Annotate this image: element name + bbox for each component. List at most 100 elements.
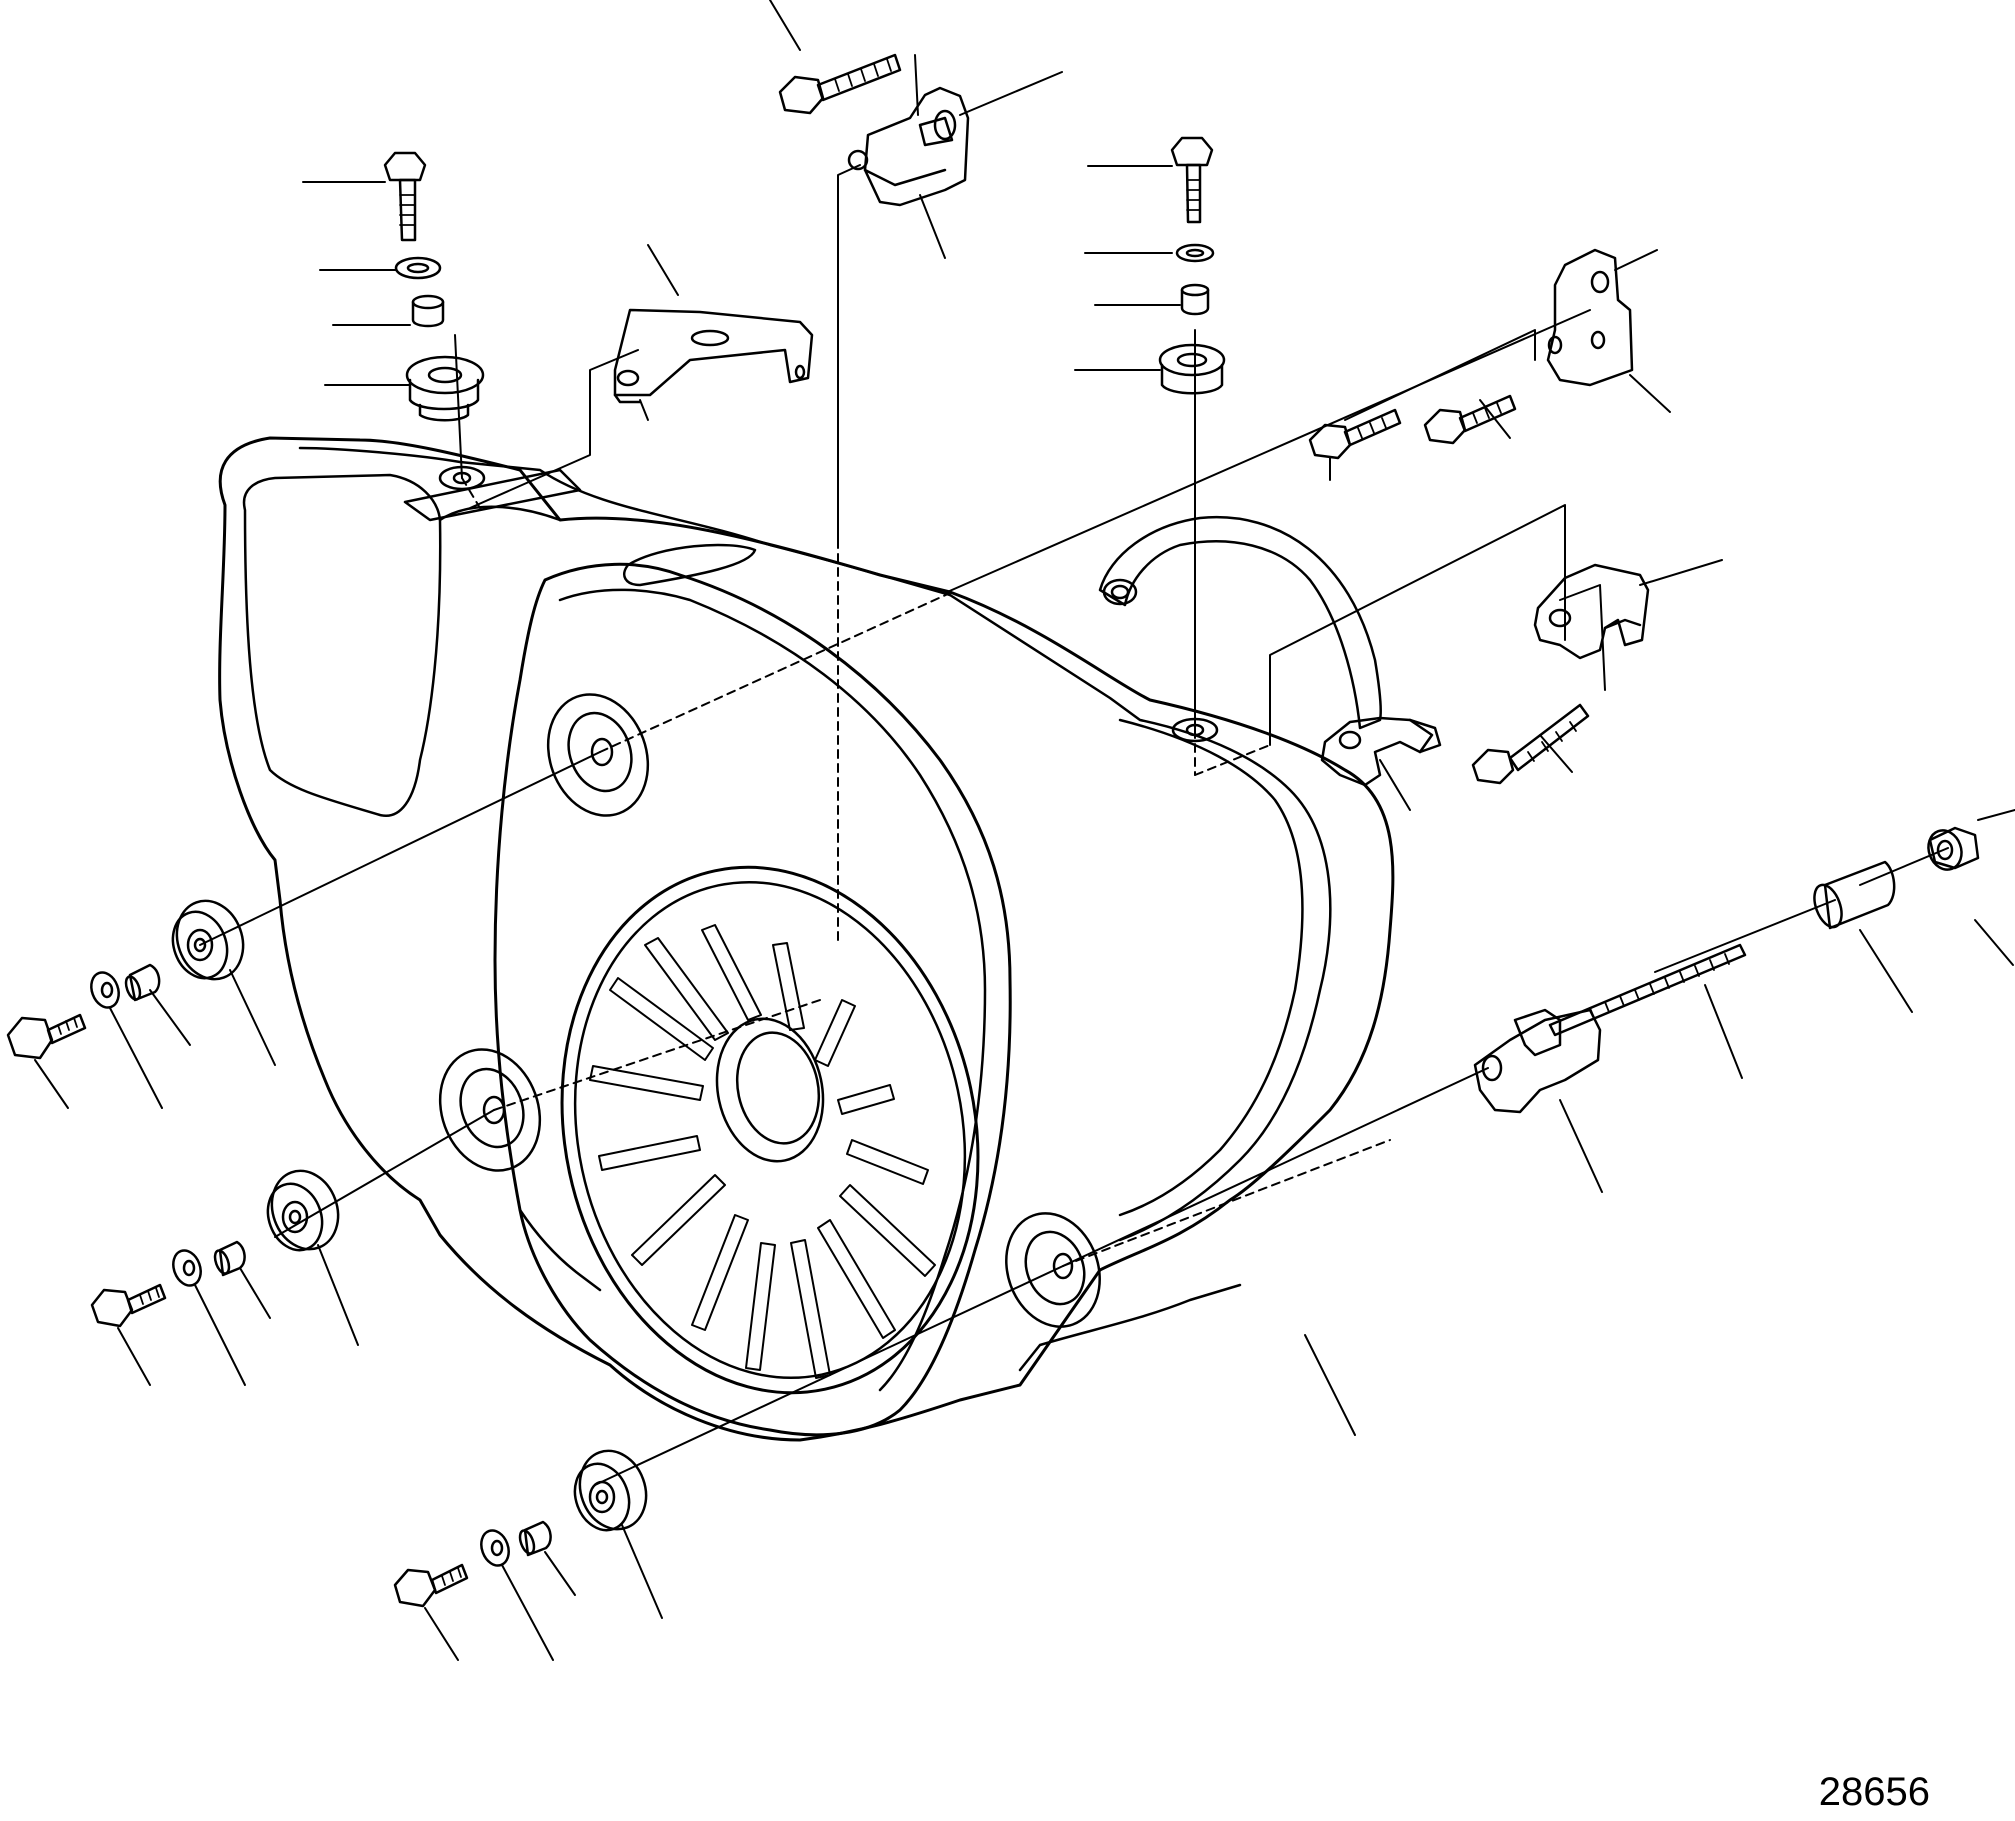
spacer — [1180, 283, 1210, 316]
grille-slot — [839, 1184, 936, 1277]
leader-line — [117, 1327, 151, 1386]
boss-lower-left — [438, 1048, 542, 1172]
bolt-top-center — [778, 53, 902, 115]
strap-end-hole-inner — [1110, 584, 1130, 600]
bolt — [383, 151, 427, 242]
bracket-right-lower-clip — [1320, 716, 1442, 787]
grille-hub-outer — [715, 1017, 825, 1163]
leader-line — [1614, 249, 1658, 271]
grille-slot — [631, 1174, 726, 1266]
leader-line — [194, 1284, 246, 1386]
assembly-line — [1654, 899, 1836, 973]
dashed-line-upper-boss — [599, 592, 951, 753]
boss-upper-left — [546, 693, 650, 817]
spacer-sleeve-right — [1813, 860, 1896, 930]
grille-outer-ring — [560, 865, 980, 1395]
housing-right-inner — [1118, 718, 1304, 1217]
fastener-stack-middle-left — [90, 1169, 340, 1328]
housing-top-ridge — [298, 446, 952, 597]
fastener-stack-lower — [393, 1449, 648, 1608]
grille-slot — [790, 1239, 831, 1379]
rubber-grommet — [1158, 343, 1226, 395]
leader-line — [1304, 1334, 1356, 1436]
leader-line — [1629, 374, 1671, 413]
assembly-line — [199, 751, 601, 946]
grille-slot — [644, 937, 729, 1041]
bolt — [1170, 136, 1214, 224]
dashed-line-lower-boss — [493, 999, 821, 1111]
bolt — [6, 1013, 87, 1060]
assembly-line — [837, 164, 861, 541]
bracket-right-top — [1546, 248, 1634, 387]
bracket-right-middle — [1533, 563, 1650, 660]
leader-line — [424, 1607, 459, 1661]
dashed-alignment-lines — [461, 477, 1391, 1267]
washer — [394, 256, 442, 280]
leader-line — [769, 0, 801, 51]
spacer — [124, 963, 161, 1002]
grille-slot — [772, 942, 805, 1031]
assembly-line — [1269, 504, 1566, 746]
leader-line — [149, 989, 191, 1046]
bolt — [90, 1283, 167, 1328]
housing-bottom-edge — [1018, 1283, 1242, 1372]
leader-line — [959, 71, 1063, 116]
rubber-grommet — [573, 1449, 648, 1532]
leader-line — [1859, 929, 1913, 1013]
grille-slot — [817, 1219, 896, 1339]
washer — [1175, 243, 1215, 263]
housing-left-wing — [242, 473, 442, 817]
leader-line — [229, 969, 276, 1066]
grille-slot — [814, 999, 856, 1067]
spacer — [411, 294, 445, 328]
housing-right-shoulder — [948, 593, 1332, 1242]
washer — [90, 971, 120, 1009]
bracket-lower-right — [1473, 1008, 1602, 1114]
grille-slot — [745, 1242, 776, 1371]
grille-slot — [701, 924, 762, 1021]
leader-line — [1639, 559, 1723, 586]
housing-top-slot — [623, 543, 757, 587]
leader-line — [544, 1551, 576, 1596]
mounting-bosses — [403, 465, 1219, 1328]
bolt-right-long — [1471, 703, 1590, 785]
grille-slots — [589, 924, 936, 1379]
grille-slot — [691, 1214, 749, 1331]
grille-slot — [609, 977, 714, 1061]
fastener-stack-top-right — [1158, 136, 1226, 395]
assembly-line — [1559, 584, 1606, 691]
leader-line — [501, 1564, 554, 1661]
leader-line — [1974, 919, 2014, 966]
assembly-line — [1062, 1067, 1489, 1267]
assembly-lines — [199, 54, 1949, 1486]
fastener-stack-upper-left — [6, 899, 245, 1060]
bracket-top-center — [847, 86, 970, 207]
housing-front-face — [493, 562, 1012, 1437]
leader-line — [109, 1007, 163, 1109]
strap-end-hole — [1102, 578, 1138, 606]
housing-outline — [218, 436, 1395, 1442]
grille-slot — [846, 1139, 929, 1185]
housing-lower-lip — [518, 1208, 602, 1292]
leader-lines — [34, 0, 2015, 1661]
housing-front-face-inner — [558, 588, 987, 1392]
washer — [172, 1249, 202, 1287]
fan-grille — [560, 865, 980, 1395]
bracket-top-left — [613, 308, 814, 404]
washer — [480, 1529, 510, 1567]
leader-line — [1704, 984, 1743, 1079]
leader-line — [1539, 734, 1573, 773]
assembly-line — [1344, 329, 1536, 421]
long-stud-bolt — [1548, 943, 1747, 1037]
grille-inner-ring — [573, 880, 967, 1380]
grille-slot — [837, 1084, 895, 1115]
dashed-line-top-left-pad — [461, 477, 481, 509]
leader-line — [919, 194, 946, 259]
dashed-line-right-bracket — [1194, 744, 1271, 776]
dashed-line-bottom-boss — [1062, 1139, 1391, 1267]
fastener-stack-top-left — [383, 151, 485, 422]
leader-line — [1479, 399, 1511, 439]
assembly-line — [594, 1265, 1064, 1486]
figure-number: 28656 — [1819, 1770, 1930, 1814]
